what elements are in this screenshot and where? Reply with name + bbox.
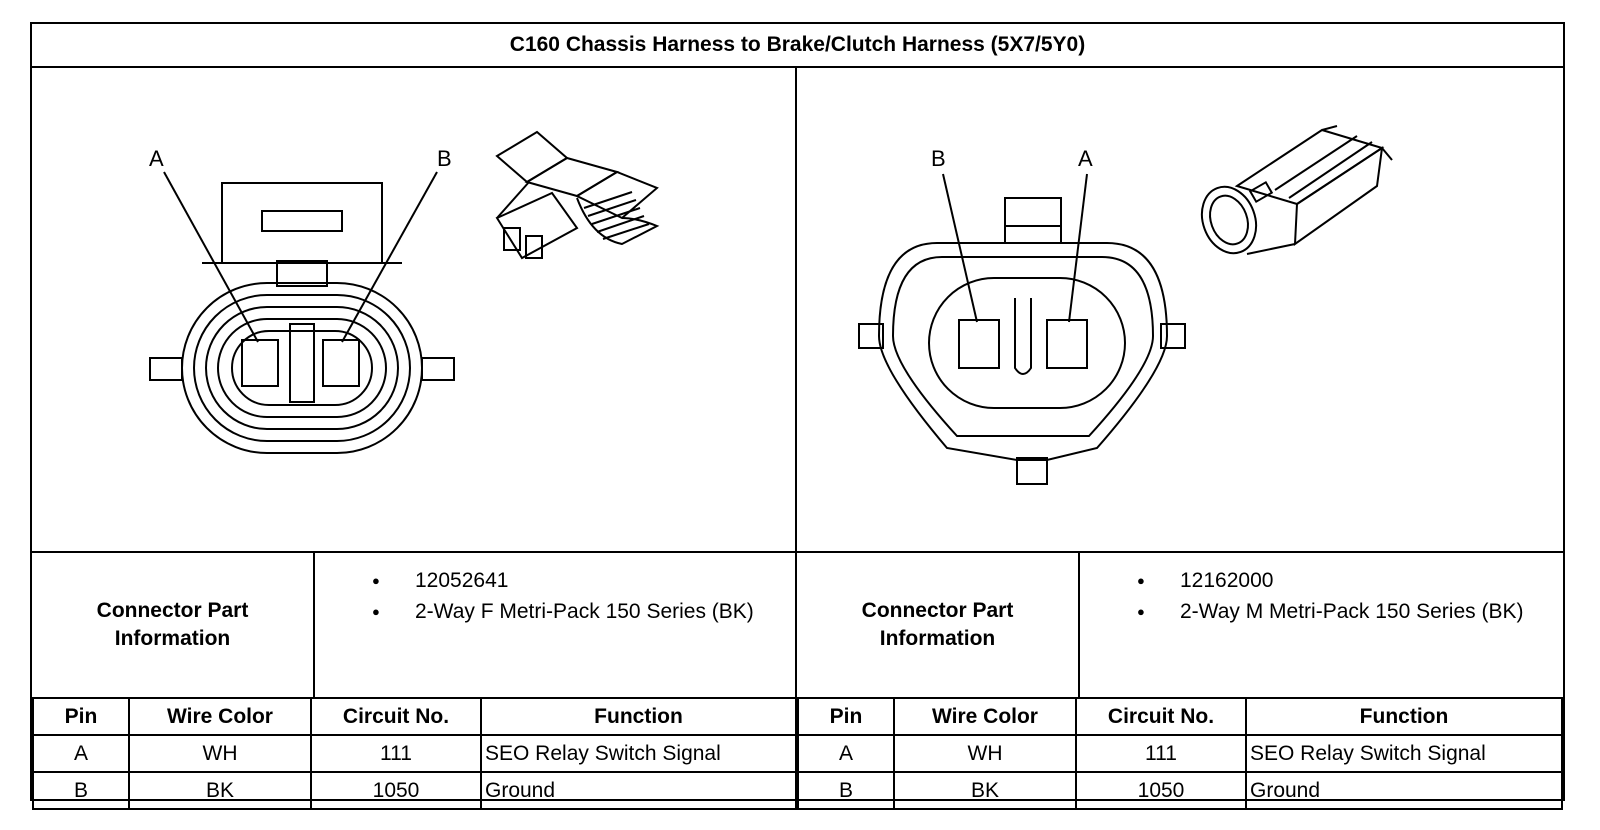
latch-tab bbox=[276, 260, 328, 287]
column-header-wire-color: Wire Color bbox=[128, 697, 312, 736]
table-header-row: Pin Wire Color Circuit No. Function bbox=[32, 697, 797, 736]
key-rib bbox=[1014, 298, 1032, 375]
pin-table-left: Pin Wire Color Circuit No. Function A WH… bbox=[32, 697, 797, 810]
circuit-cell: 1050 bbox=[1075, 771, 1247, 810]
latch-window bbox=[261, 210, 343, 232]
column-header-pin: Pin bbox=[797, 697, 895, 736]
female-connector-panel: A B bbox=[32, 68, 797, 551]
part-info-right: Connector Part Information 12162000 2-Wa… bbox=[797, 551, 1563, 699]
connector-body-outer bbox=[181, 282, 423, 454]
connector-body-outer bbox=[877, 242, 1169, 461]
cavity-a bbox=[241, 339, 279, 387]
part-number: 12162000 bbox=[1080, 565, 1563, 596]
function-cell: Ground bbox=[1245, 771, 1563, 810]
circuit-cell: 111 bbox=[310, 734, 482, 773]
female-connector-3d-view bbox=[495, 130, 660, 260]
table-row: A WH 111 SEO Relay Switch Signal bbox=[797, 734, 1563, 773]
leader-line-a bbox=[1068, 173, 1088, 323]
terminal-b bbox=[958, 319, 1000, 369]
wire-color-cell: BK bbox=[128, 771, 312, 810]
right-ear bbox=[421, 357, 455, 381]
column-header-function: Function bbox=[1245, 697, 1563, 736]
right-ear bbox=[1160, 323, 1186, 349]
top-tab bbox=[1004, 197, 1062, 244]
latch-housing bbox=[221, 182, 383, 264]
pin-table-right: Pin Wire Color Circuit No. Function A WH… bbox=[797, 697, 1563, 810]
connector-sheet: C160 Chassis Harness to Brake/Clutch Har… bbox=[30, 22, 1565, 810]
column-header-circuit: Circuit No. bbox=[1075, 697, 1247, 736]
wire-color-cell: WH bbox=[893, 734, 1077, 773]
left-ear bbox=[149, 357, 183, 381]
male-connector-panel: B A bbox=[797, 68, 1563, 551]
leader-line-a bbox=[163, 171, 259, 343]
function-cell: Ground bbox=[480, 771, 797, 810]
pin-cell: B bbox=[797, 771, 895, 810]
pin-label-b: B bbox=[437, 146, 452, 171]
key-slot bbox=[289, 323, 315, 403]
column-header-wire-color: Wire Color bbox=[893, 697, 1077, 736]
table-header-row: Pin Wire Color Circuit No. Function bbox=[797, 697, 1563, 736]
table-row: B BK 1050 Ground bbox=[32, 771, 797, 810]
pin-label-b: B bbox=[931, 146, 946, 171]
pin-cell: A bbox=[32, 734, 130, 773]
left-ear bbox=[858, 323, 884, 349]
part-description: 2-Way F Metri-Pack 150 Series (BK) bbox=[315, 596, 795, 627]
part-number: 12052641 bbox=[315, 565, 795, 596]
function-cell: SEO Relay Switch Signal bbox=[1245, 734, 1563, 773]
male-connector-3d-view bbox=[1200, 125, 1393, 255]
column-header-function: Function bbox=[480, 697, 797, 736]
sheet-title: C160 Chassis Harness to Brake/Clutch Har… bbox=[32, 24, 1563, 68]
column-header-circuit: Circuit No. bbox=[310, 697, 482, 736]
wire-color-cell: WH bbox=[128, 734, 312, 773]
female-connector-drawing: A B bbox=[149, 130, 660, 454]
wire-color-cell: BK bbox=[893, 771, 1077, 810]
terminal-a bbox=[1046, 319, 1088, 369]
part-info-list: 12052641 2-Way F Metri-Pack 150 Series (… bbox=[315, 565, 795, 627]
leader-line-b bbox=[341, 171, 438, 343]
circuit-cell: 111 bbox=[1075, 734, 1247, 773]
part-info-left: Connector Part Information 12052641 2-Wa… bbox=[32, 551, 797, 699]
pin-label-a: A bbox=[1078, 146, 1093, 171]
column-header-pin: Pin bbox=[32, 697, 130, 736]
bottom-tab bbox=[1016, 457, 1048, 485]
connector-inner-oval bbox=[928, 277, 1126, 409]
part-info-label: Connector Part Information bbox=[797, 553, 1080, 697]
cavity-b bbox=[322, 339, 360, 387]
circuit-cell: 1050 bbox=[310, 771, 482, 810]
pin-cell: B bbox=[32, 771, 130, 810]
part-info-list: 12162000 2-Way M Metri-Pack 150 Series (… bbox=[1080, 565, 1563, 627]
table-row: B BK 1050 Ground bbox=[797, 771, 1563, 810]
leader-line-b bbox=[942, 173, 978, 323]
pin-label-a: A bbox=[149, 146, 164, 171]
function-cell: SEO Relay Switch Signal bbox=[480, 734, 797, 773]
table-row: A WH 111 SEO Relay Switch Signal bbox=[32, 734, 797, 773]
part-description: 2-Way M Metri-Pack 150 Series (BK) bbox=[1080, 596, 1563, 627]
pin-cell: A bbox=[797, 734, 895, 773]
male-connector-drawing: B A bbox=[858, 125, 1393, 485]
part-info-label: Connector Part Information bbox=[32, 553, 315, 697]
